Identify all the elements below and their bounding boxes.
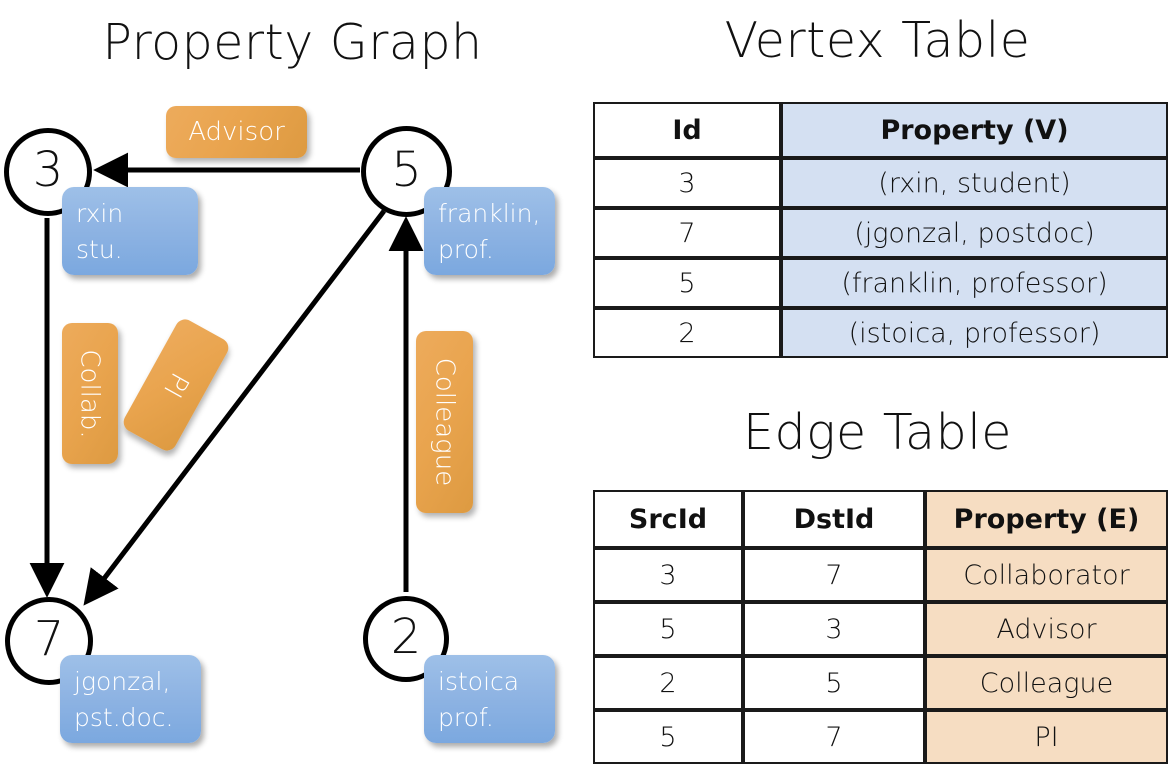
edge-label-advisor: Advisor [166, 106, 307, 158]
edge-row-1-property: Advisor [925, 602, 1168, 656]
graph-edges-layer [29, 152, 424, 606]
vertex-row-3-id: 2 [593, 308, 781, 358]
edge-label-advisor-text: Advisor [188, 117, 285, 147]
edge-5-to-7-pi [83, 209, 386, 606]
node-2-label: 2 [390, 609, 422, 665]
edge-row-0-src: 3 [593, 548, 743, 602]
vertex-table-title: Vertex Table [724, 12, 1031, 69]
edge-row-3-property: PI [925, 710, 1168, 764]
table-row: 5 (franklin, professor) [593, 258, 1168, 308]
vertex-table-header-id: Id [593, 102, 781, 158]
edge-row-2-dst: 5 [743, 656, 925, 710]
edge-row-0-dst: 7 [743, 548, 925, 602]
vertex-property-box-3: rxin stu. [62, 187, 198, 275]
table-row: 2 5 Colleague [593, 656, 1168, 710]
vertex-property-5-line2: prof. [438, 234, 494, 264]
table-row: 5 7 PI [593, 710, 1168, 764]
vertex-property-3-line2: stu. [76, 234, 123, 264]
vertex-property-2-line1: istoica [438, 667, 520, 696]
table-row: 3 7 Collaborator [593, 548, 1168, 602]
vertex-row-2-property: (franklin, professor) [781, 258, 1168, 308]
vertex-row-2-id: 5 [593, 258, 781, 308]
property-graph-title: Property Graph [102, 14, 483, 71]
edge-table-header-dstid: DstId [743, 490, 925, 548]
graph-node-2[interactable]: 2 [363, 596, 449, 682]
vertex-property-box-2: istoica prof. [424, 655, 555, 743]
edge-row-0-property: Collaborator [925, 548, 1168, 602]
graph-node-5[interactable]: 5 [361, 126, 452, 217]
vertex-property-2-line2: prof. [438, 702, 494, 732]
edge-label-pi-text: PI [157, 367, 195, 403]
vertex-property-box-7: jgonzal, pst.doc. [60, 655, 201, 743]
edge-row-3-dst: 7 [743, 710, 925, 764]
vertex-table-header-row: Id Property (V) [593, 102, 1168, 158]
table-row: 7 (jgonzal, postdoc) [593, 208, 1168, 258]
property-graph-diagram: 3 5 7 2 rxin stu. franklin, prof. jgonza… [0, 0, 585, 760]
edge-row-1-dst: 3 [743, 602, 925, 656]
vertex-property-box-5: franklin, prof. [424, 187, 555, 275]
vertex-property-3-line1: rxin [76, 199, 124, 228]
edge-table-title: Edge Table [743, 404, 1012, 461]
vertex-property-7-line1: jgonzal, [74, 667, 171, 696]
vertex-row-1-id: 7 [593, 208, 781, 258]
vertex-property-7-line2: pst.doc. [74, 702, 174, 732]
vertex-row-0-id: 3 [593, 158, 781, 208]
edge-table: SrcId DstId Property (E) 3 7 Collaborato… [593, 490, 1168, 764]
node-7-label: 7 [33, 611, 65, 667]
vertex-property-5-line1: franklin, [438, 199, 541, 228]
edge-label-collab-text: Collab. [75, 348, 105, 439]
edge-table-header-srcid: SrcId [593, 490, 743, 548]
edge-label-colleague-text: Colleague [429, 357, 460, 487]
edge-row-1-src: 5 [593, 602, 743, 656]
node-3-label: 3 [32, 142, 64, 198]
vertex-row-3-property: (istoica, professor) [781, 308, 1168, 358]
node-5-label: 5 [391, 141, 422, 198]
edge-label-colleague: Colleague [416, 331, 473, 513]
edge-table-header-property: Property (E) [925, 490, 1168, 548]
table-row: 5 3 Advisor [593, 602, 1168, 656]
vertex-table-header-property: Property (V) [781, 102, 1168, 158]
edge-row-2-property: Colleague [925, 656, 1168, 710]
edge-table-header-row: SrcId DstId Property (E) [593, 490, 1168, 548]
vertex-table: Id Property (V) 3 (rxin, student) 7 (jgo… [593, 102, 1168, 358]
vertex-row-0-property: (rxin, student) [781, 158, 1168, 208]
edge-label-collab: Collab. [62, 323, 118, 464]
table-row: 2 (istoica, professor) [593, 308, 1168, 358]
edge-row-2-src: 2 [593, 656, 743, 710]
edge-row-3-src: 5 [593, 710, 743, 764]
table-row: 3 (rxin, student) [593, 158, 1168, 208]
vertex-row-1-property: (jgonzal, postdoc) [781, 208, 1168, 258]
